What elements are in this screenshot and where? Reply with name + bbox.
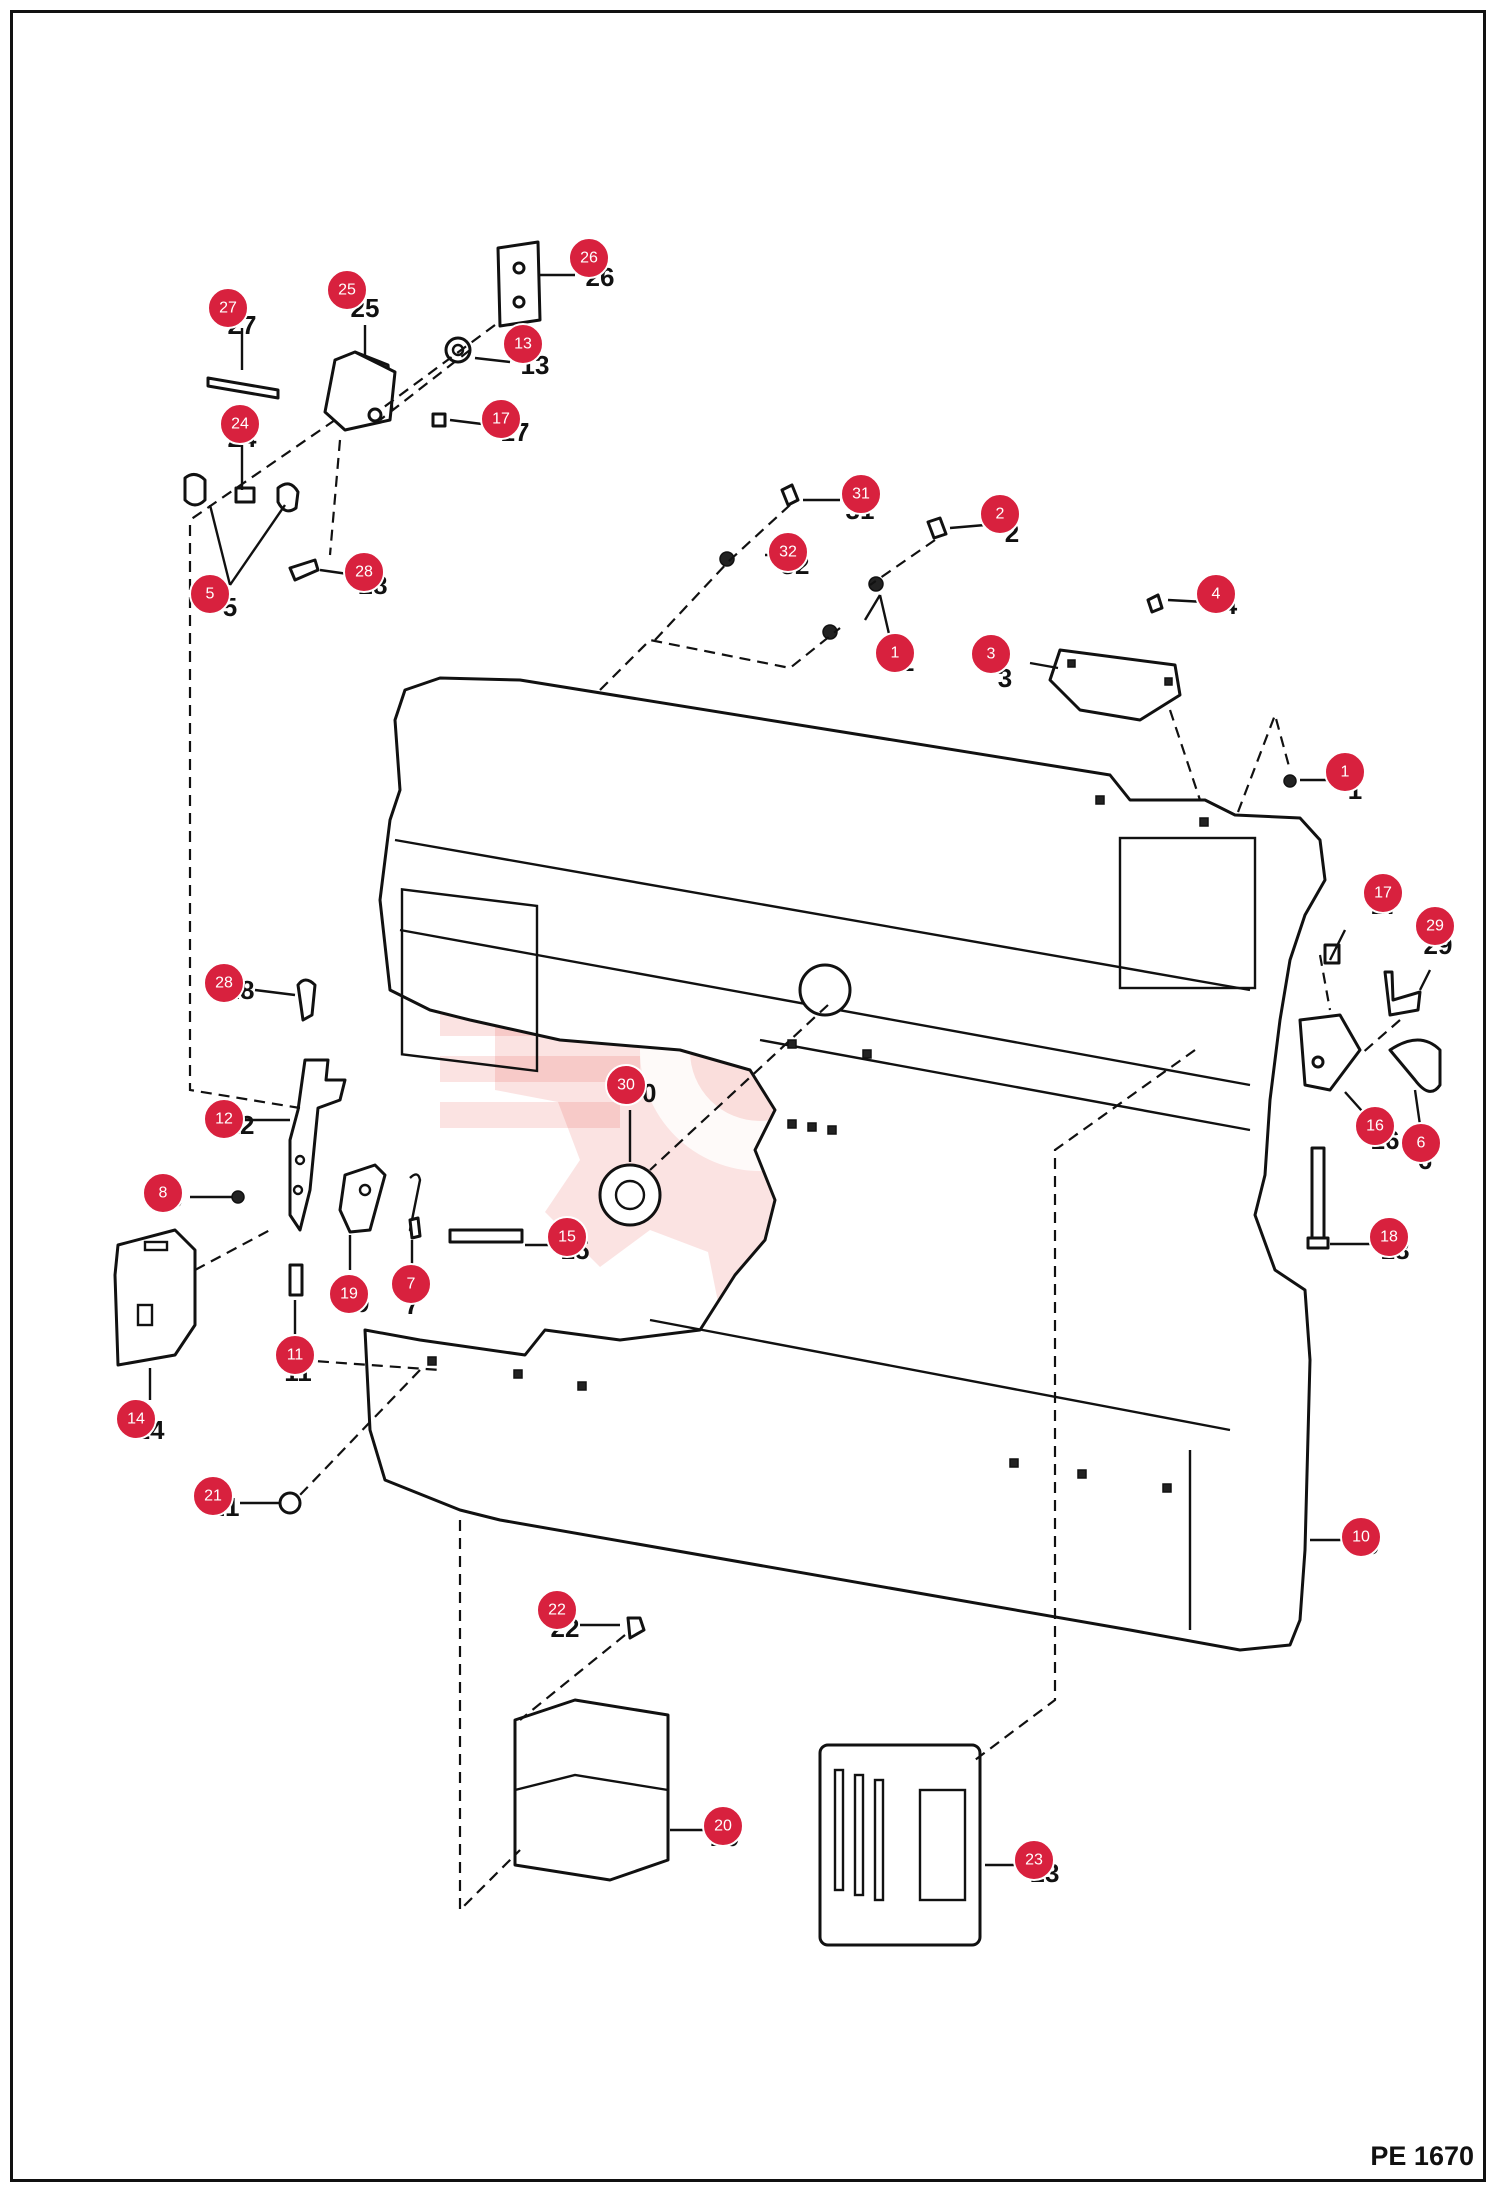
svg-text:20: 20 [714, 1818, 732, 1835]
svg-text:24: 24 [231, 416, 249, 433]
callout-26[interactable]: 26 [568, 237, 610, 279]
svg-text:28: 28 [215, 975, 233, 992]
left-latch-mechanism [113, 978, 524, 1515]
callout-23[interactable]: 23 [1013, 1839, 1055, 1881]
door-handle [598, 1163, 662, 1227]
callout-17[interactable]: 17 [480, 398, 522, 440]
callout-27[interactable]: 27 [207, 287, 249, 329]
callout-25[interactable]: 25 [326, 269, 368, 311]
svg-text:3: 3 [987, 646, 996, 663]
callout-20[interactable]: 20 [702, 1805, 744, 1847]
svg-text:8: 8 [159, 1185, 168, 1202]
assembly-lines [188, 324, 1401, 1913]
callout-31[interactable]: 31 [840, 473, 882, 515]
svg-text:17: 17 [492, 411, 510, 428]
callout-32[interactable]: 32 [767, 531, 809, 573]
svg-text:31: 31 [852, 486, 870, 503]
callout-13[interactable]: 13 [502, 323, 544, 365]
svg-text:32: 32 [779, 544, 797, 561]
callout-19[interactable]: 19 [328, 1273, 370, 1315]
callout-22[interactable]: 22 [536, 1589, 578, 1631]
svg-text:1: 1 [891, 645, 900, 662]
svg-text:19: 19 [340, 1286, 358, 1303]
callout-16[interactable]: 16 [1354, 1105, 1396, 1147]
callout-10[interactable]: 10 [1340, 1516, 1382, 1558]
page-code: PE 1670 [1370, 2141, 1474, 2171]
svg-text:5: 5 [206, 586, 215, 603]
callout-21[interactable]: 21 [192, 1475, 234, 1517]
right-latch-parts [1298, 943, 1442, 1250]
callout-18[interactable]: 18 [1368, 1216, 1410, 1258]
callout-5[interactable]: 5 [189, 573, 231, 615]
svg-text:18: 18 [1380, 1229, 1398, 1246]
callout-6[interactable]: 6 [1400, 1122, 1442, 1164]
callout-1[interactable]: 1 [874, 632, 916, 674]
callout-29[interactable]: 29 [1414, 905, 1456, 947]
svg-text:28: 28 [355, 564, 373, 581]
svg-text:23: 23 [1025, 1852, 1043, 1869]
svg-text:11: 11 [287, 1347, 304, 1364]
svg-text:26: 26 [580, 250, 598, 267]
svg-text:22: 22 [548, 1602, 566, 1619]
svg-text:29: 29 [1426, 918, 1444, 935]
svg-text:2: 2 [996, 506, 1005, 523]
bottom-parts [513, 1616, 982, 1947]
callout-2[interactable]: 2 [979, 493, 1021, 535]
callout-28[interactable]: 28 [203, 962, 245, 1004]
svg-text:13: 13 [514, 336, 532, 353]
svg-text:4: 4 [1212, 586, 1221, 603]
callout-4[interactable]: 4 [1195, 573, 1237, 615]
callout-15[interactable]: 15 [546, 1216, 588, 1258]
callout-8[interactable]: 8 [142, 1172, 184, 1214]
svg-text:30: 30 [617, 1077, 635, 1094]
callout-12[interactable]: 12 [203, 1098, 245, 1140]
callout-1[interactable]: 1 [1324, 751, 1366, 793]
svg-text:14: 14 [127, 1411, 145, 1428]
callout-3[interactable]: 3 [970, 633, 1012, 675]
leader-lines [148, 273, 1432, 1867]
svg-text:25: 25 [338, 282, 356, 299]
svg-text:21: 21 [204, 1488, 222, 1505]
svg-text:10: 10 [1352, 1529, 1370, 1546]
callout-24[interactable]: 24 [219, 403, 261, 445]
svg-text:7: 7 [407, 1276, 416, 1293]
svg-text:17: 17 [1374, 885, 1392, 902]
callout-17[interactable]: 17 [1362, 872, 1404, 914]
svg-text:16: 16 [1366, 1118, 1384, 1135]
drawing-frame [10, 10, 1486, 2182]
callout-11[interactable]: 11 [274, 1334, 316, 1376]
cab-panel [363, 676, 1327, 1652]
callout-7[interactable]: 7 [390, 1263, 432, 1305]
svg-text:27: 27 [219, 300, 237, 317]
callout-14[interactable]: 14 [115, 1398, 157, 1440]
svg-text:1: 1 [1341, 764, 1350, 781]
svg-text:12: 12 [215, 1111, 233, 1128]
svg-text:15: 15 [558, 1229, 576, 1246]
hinge-assembly [183, 240, 1297, 788]
callout-28[interactable]: 28 [343, 551, 385, 593]
callout-badges: 26 25 27 13 17 24 5 28 31 2 32 4 1 3 1 1… [115, 237, 1456, 1881]
svg-text:6: 6 [1417, 1135, 1426, 1152]
callout-30[interactable]: 30 [605, 1064, 647, 1106]
